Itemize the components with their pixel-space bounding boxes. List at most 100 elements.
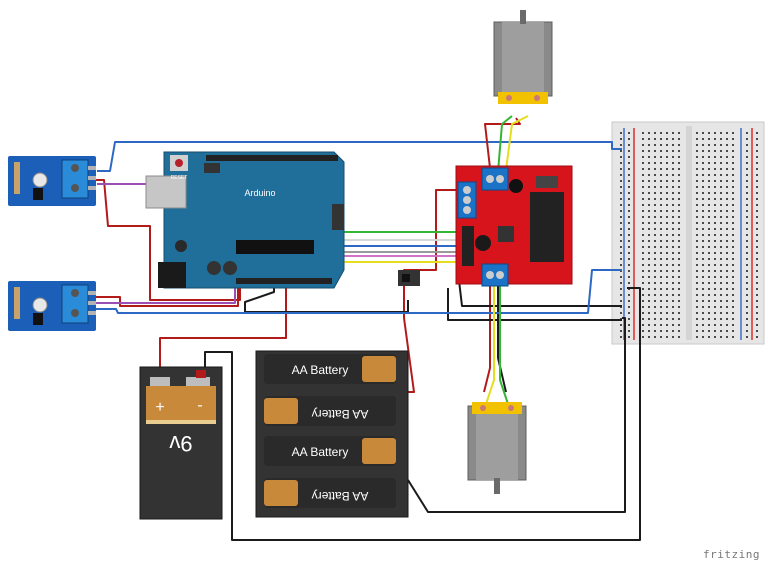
breadboard-hole [672, 282, 674, 284]
breadboard-hole [628, 330, 630, 332]
breadboard-hole [628, 168, 630, 170]
aa-cell-2-label: AA Battery [312, 407, 369, 421]
breadboard-hole [678, 264, 680, 266]
breadboard-hole [702, 282, 704, 284]
breadboard-hole [708, 246, 710, 248]
breadboard-hole [654, 162, 656, 164]
breadboard-hole [666, 168, 668, 170]
breadboard-hole [714, 288, 716, 290]
breadboard-hole [708, 252, 710, 254]
breadboard-hole [660, 312, 662, 314]
breadboard-hole [678, 186, 680, 188]
breadboard-hole [720, 324, 722, 326]
breadboard-hole [678, 192, 680, 194]
breadboard-hole [672, 330, 674, 332]
breadboard-hole [732, 306, 734, 308]
breadboard-hole [654, 294, 656, 296]
breadboard [611, 121, 765, 345]
aa-cell-2: AA Battery [264, 396, 396, 426]
breadboard-hole [756, 306, 758, 308]
breadboard-hole [628, 312, 630, 314]
breadboard-hole [696, 282, 698, 284]
breadboard-hole [620, 192, 622, 194]
sensor-module-1 [8, 156, 96, 206]
breadboard-hole [620, 162, 622, 164]
fritzing-watermark: fritzing [703, 548, 760, 561]
arduino-board: Arduino RESET [145, 151, 345, 289]
breadboard-hole [660, 162, 662, 164]
breadboard-hole [666, 324, 668, 326]
breadboard-hole [732, 318, 734, 320]
breadboard-hole [672, 138, 674, 140]
breadboard-hole [714, 258, 716, 260]
breadboard-hole [620, 138, 622, 140]
breadboard-hole [702, 234, 704, 236]
breadboard-hole [666, 306, 668, 308]
breadboard-hole [678, 162, 680, 164]
breadboard-hole [714, 150, 716, 152]
breadboard-hole [702, 330, 704, 332]
breadboard-hole [654, 174, 656, 176]
breadboard-hole [628, 252, 630, 254]
breadboard-hole [702, 150, 704, 152]
breadboard-hole [746, 336, 748, 338]
breadboard-hole [720, 336, 722, 338]
breadboard-hole [720, 288, 722, 290]
breadboard-hole [720, 264, 722, 266]
breadboard-hole [696, 222, 698, 224]
aa-cell-4-label: AA Battery [312, 489, 369, 503]
breadboard-hole [756, 228, 758, 230]
breadboard-hole [746, 192, 748, 194]
breadboard-hole [642, 330, 644, 332]
breadboard-hole [756, 222, 758, 224]
breadboard-hole [672, 336, 674, 338]
breadboard-hole [642, 186, 644, 188]
breadboard-hole [732, 210, 734, 212]
breadboard-hole [696, 144, 698, 146]
breadboard-hole [708, 294, 710, 296]
breadboard-hole [726, 144, 728, 146]
breadboard-hole [620, 144, 622, 146]
breadboard-hole [648, 294, 650, 296]
breadboard-hole [628, 276, 630, 278]
breadboard-hole [746, 216, 748, 218]
breadboard-hole [628, 282, 630, 284]
breadboard-hole [660, 192, 662, 194]
breadboard-hole [732, 270, 734, 272]
breadboard-hole [714, 162, 716, 164]
breadboard-hole [666, 336, 668, 338]
breadboard-hole [678, 240, 680, 242]
breadboard-hole [648, 162, 650, 164]
breadboard-hole [746, 294, 748, 296]
breadboard-hole [672, 204, 674, 206]
breadboard-hole [672, 306, 674, 308]
breadboard-hole [648, 252, 650, 254]
breadboard-hole [654, 270, 656, 272]
breadboard-hole [756, 234, 758, 236]
breadboard-hole [648, 300, 650, 302]
breadboard-hole [696, 240, 698, 242]
breadboard-hole [660, 180, 662, 182]
breadboard-hole [628, 144, 630, 146]
breadboard-hole [620, 312, 622, 314]
wire-black-motor-bottom [497, 284, 507, 393]
aa-cell-1-label: AA Battery [292, 363, 349, 377]
breadboard-hole [708, 324, 710, 326]
breadboard-hole [666, 174, 668, 176]
breadboard-hole [696, 138, 698, 140]
breadboard-hole [620, 204, 622, 206]
breadboard-hole [746, 318, 748, 320]
breadboard-hole [620, 330, 622, 332]
breadboard-hole [732, 150, 734, 152]
breadboard-hole [660, 210, 662, 212]
breadboard-hole [666, 294, 668, 296]
breadboard-hole [726, 198, 728, 200]
breadboard-hole [726, 330, 728, 332]
breadboard-hole [756, 324, 758, 326]
breadboard-hole [660, 150, 662, 152]
breadboard-hole [620, 210, 622, 212]
breadboard-hole [702, 336, 704, 338]
breadboard-hole [648, 186, 650, 188]
breadboard-hole [654, 228, 656, 230]
breadboard-hole [678, 306, 680, 308]
